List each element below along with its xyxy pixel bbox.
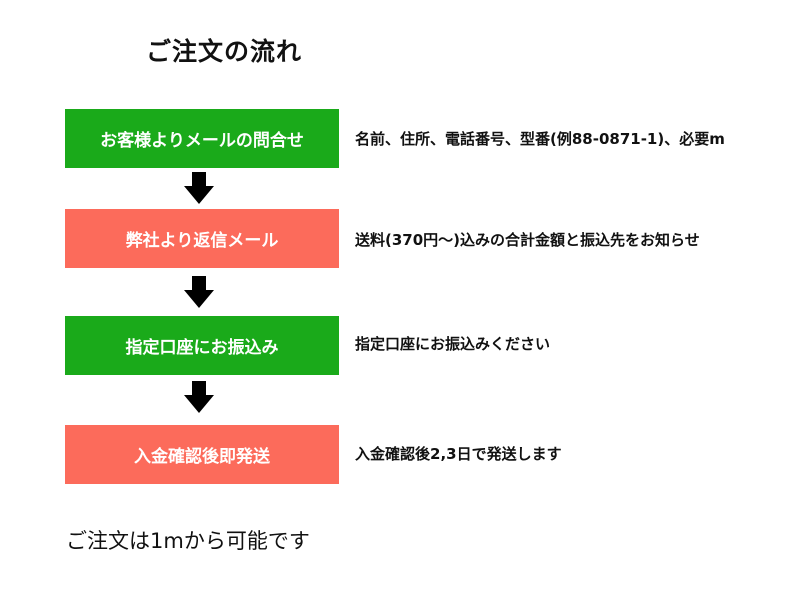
- page-title: ご注文の流れ: [146, 37, 303, 66]
- step-description-reply: 送料(370円〜)込みの合計金額と振込先をお知らせ: [355, 231, 700, 249]
- step-description-inquiry: 名前、住所、電話番号、型番(例88-0871-1)、必要m: [355, 130, 725, 148]
- step-box-reply: 弊社より返信メール: [65, 209, 339, 268]
- step-box-payment: 指定口座にお振込み: [65, 316, 339, 375]
- down-arrow-icon: [184, 381, 214, 413]
- step-description-shipping: 入金確認後2,3日で発送します: [355, 445, 562, 463]
- down-arrow-icon: [184, 172, 214, 204]
- step-description-payment: 指定口座にお振込みください: [355, 335, 551, 353]
- step-box-shipping: 入金確認後即発送: [65, 425, 339, 484]
- down-arrow-icon: [184, 276, 214, 308]
- step-box-inquiry: お客様よりメールの問合せ: [65, 109, 339, 168]
- footer-note: ご注文は1mから可能です: [66, 529, 310, 553]
